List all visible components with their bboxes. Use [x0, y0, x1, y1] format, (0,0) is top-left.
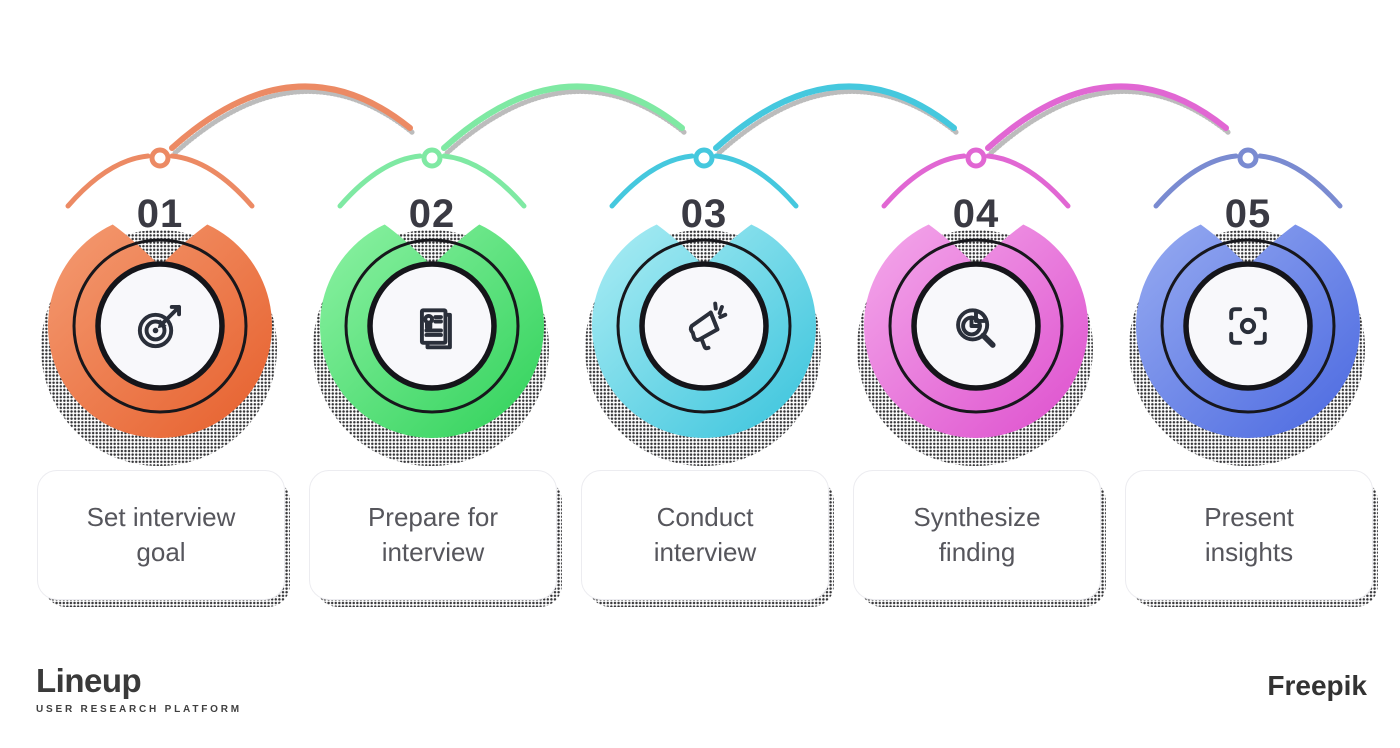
node-tails-3	[609, 153, 799, 209]
brand-wordmark: Lineup	[36, 662, 142, 699]
step-1-label: Set interview goal	[86, 502, 236, 567]
step-4-label-card: Synthesize finding	[853, 470, 1101, 600]
step-3-label-card: Conduct interview	[581, 470, 829, 600]
step-1-outer-ring	[72, 238, 248, 414]
arc-4-5	[985, 83, 1229, 151]
step-5-inner-circle	[1183, 261, 1313, 391]
step-5-number: 05	[1224, 192, 1272, 236]
node-5	[1237, 147, 1259, 169]
step-5-outer-ring	[1160, 238, 1336, 414]
node-tails-5	[1153, 153, 1343, 209]
step-4-graphic	[864, 224, 1088, 439]
step-4-label: Synthesize finding	[913, 502, 1041, 567]
node-3	[693, 147, 715, 169]
step-5-graphic	[1136, 224, 1360, 439]
megaphone-icon	[688, 301, 728, 351]
pie-search-icon	[956, 308, 996, 348]
step-3-number: 03	[680, 192, 728, 236]
step-3-inner-circle	[639, 261, 769, 391]
target-icon	[137, 305, 182, 349]
arc-shadow-1-2	[172, 89, 416, 156]
step-2-label-card: Prepare for interview	[309, 470, 557, 600]
step-1-graphic	[48, 224, 272, 439]
step-3-outer-ring	[616, 238, 792, 414]
arc-shadow-2-3	[444, 89, 688, 156]
node-1	[149, 147, 171, 169]
step-3-graphic	[592, 224, 816, 439]
arc-2-3	[441, 83, 685, 151]
node-2	[421, 147, 443, 169]
step-2-label: Prepare for interview	[367, 502, 499, 567]
focus-icon	[1229, 307, 1267, 345]
connector-arcs	[65, 83, 1343, 209]
node-tails-4	[881, 153, 1071, 209]
document-icon	[419, 308, 452, 350]
step-5-label: Present insights	[1204, 502, 1294, 567]
node-tails-2	[337, 153, 527, 209]
step-2-outer-ring	[344, 238, 520, 414]
arc-1-2	[169, 83, 413, 151]
step-3-label: Conduct interview	[653, 502, 757, 567]
arc-3-4	[713, 83, 957, 151]
step-4-number: 04	[952, 192, 1000, 236]
step-2-circle: 02	[307, 182, 557, 444]
node-4	[965, 147, 987, 169]
step-4-outer-ring	[888, 238, 1064, 414]
arc-shadow-3-4	[716, 89, 960, 156]
brand-logo: Lineup USER RESEARCH PLATFORM	[36, 662, 242, 715]
step-1-label-card: Set interview goal	[37, 470, 285, 600]
brand-tagline: USER RESEARCH PLATFORM	[36, 704, 242, 715]
step-5-circle: 05	[1123, 182, 1373, 444]
step-1-circle: 01	[35, 182, 285, 444]
node-tails-1	[65, 153, 255, 209]
arc-shadow-4-5	[988, 89, 1232, 156]
step-3-circle: 03	[579, 182, 829, 444]
step-2-number: 02	[408, 192, 456, 236]
step-5-label-card: Present insights	[1125, 470, 1373, 600]
step-2-graphic	[320, 224, 544, 439]
attribution-wordmark: Freepik	[1267, 670, 1367, 701]
step-1-number: 01	[136, 192, 184, 236]
step-4-circle: 04	[851, 182, 1101, 444]
